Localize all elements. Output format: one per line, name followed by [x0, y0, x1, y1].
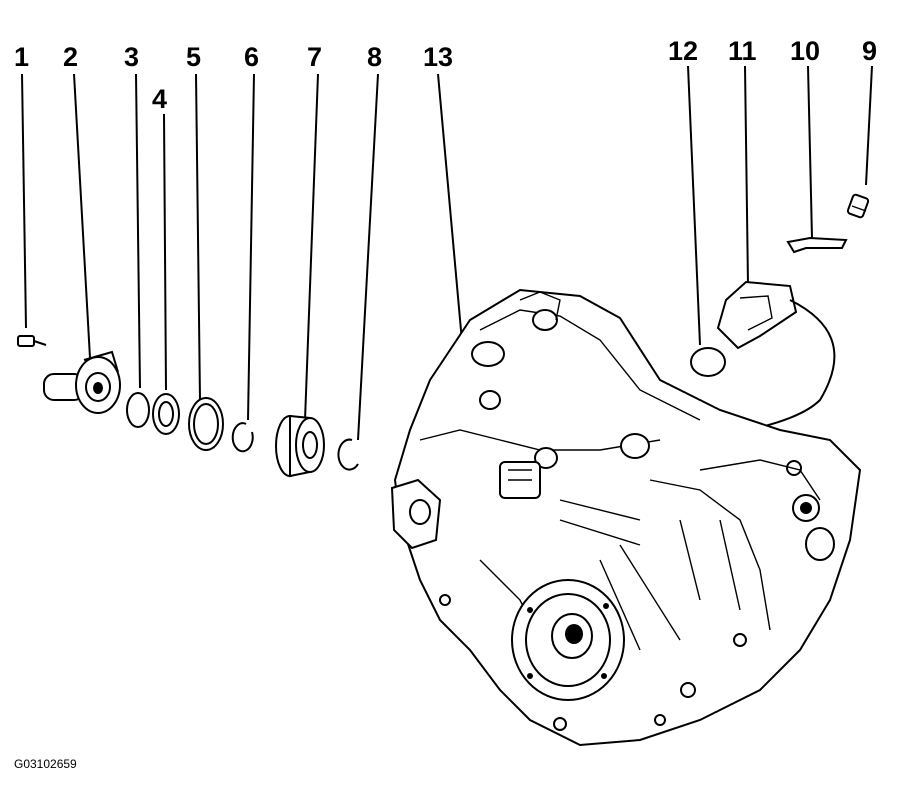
- part-6-snap-ring: [231, 422, 254, 453]
- callout-7: 7: [307, 42, 322, 72]
- callout-11: 11: [728, 36, 757, 66]
- callout-2: 2: [63, 42, 78, 72]
- part-4-seal: [152, 393, 180, 435]
- callout-3: 3: [124, 42, 139, 72]
- callout-13: 13: [423, 42, 453, 72]
- part-9-plug: [846, 193, 870, 219]
- callout-10: 10: [790, 36, 820, 66]
- callout-4: 4: [152, 84, 167, 114]
- part-7-bearing: [275, 414, 325, 478]
- part-1-bolt: [17, 335, 47, 347]
- part-12-o-ring: [690, 347, 726, 377]
- part-3-o-ring: [126, 392, 150, 428]
- callout-12: 12: [668, 36, 698, 66]
- part-10-bracket: [786, 236, 848, 254]
- part-8-circlip: [337, 438, 359, 471]
- callout-5: 5: [186, 42, 201, 72]
- part-2-sensor-housing: [43, 350, 121, 414]
- transaxle-housing: [390, 288, 862, 747]
- leader-lines: [21, 65, 873, 521]
- part-5-shim: [188, 397, 224, 451]
- callout-6: 6: [244, 42, 259, 72]
- figure-code: G03102659: [14, 757, 77, 771]
- callout-9: 9: [862, 36, 877, 66]
- callout-1: 1: [14, 42, 29, 72]
- callout-8: 8: [367, 42, 382, 72]
